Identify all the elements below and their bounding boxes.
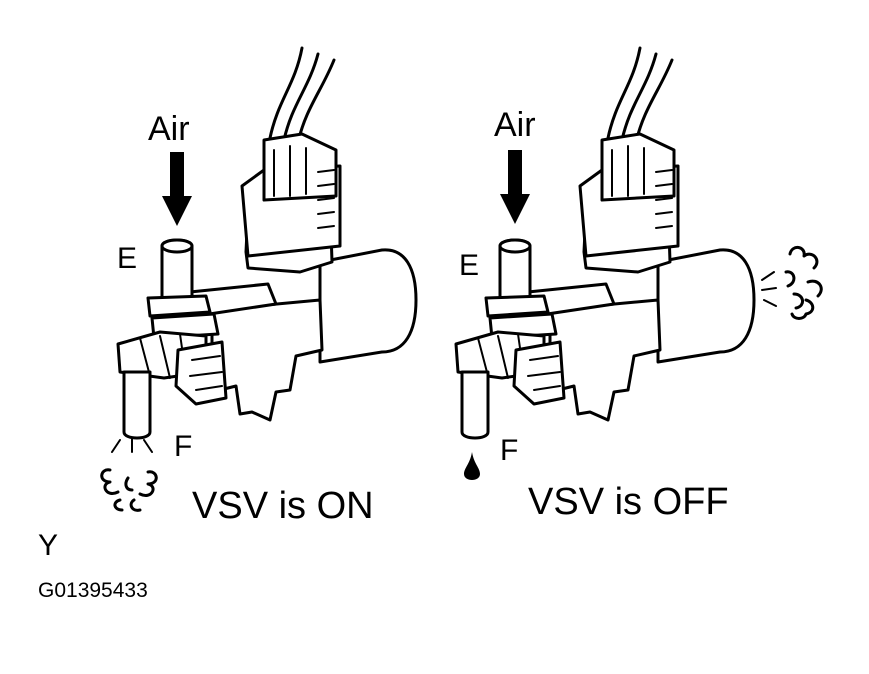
down-arrow-icon xyxy=(500,150,530,224)
port-f-label-left: F xyxy=(174,430,192,463)
figure-id: G01395433 xyxy=(38,579,148,602)
caption-on: VSV is ON xyxy=(192,485,374,527)
caption-off: VSV is OFF xyxy=(528,481,729,523)
corner-letter: Y xyxy=(38,529,58,562)
vsv-off-panel: Air E F VSV is OFF xyxy=(454,46,823,523)
vsv-valve-on xyxy=(116,46,418,440)
port-e-label-right: E xyxy=(459,249,479,282)
drop-icon xyxy=(464,452,480,480)
port-f-label-right: F xyxy=(500,434,518,467)
air-puff-icon xyxy=(761,246,823,320)
air-label-left: Air xyxy=(148,110,190,148)
down-arrow-icon xyxy=(162,152,192,226)
port-e-label-left: E xyxy=(117,242,137,275)
air-label-right: Air xyxy=(494,106,536,144)
air-puff-icon xyxy=(100,436,158,512)
vsv-on-panel: Air E F VSV is ON xyxy=(100,46,418,527)
